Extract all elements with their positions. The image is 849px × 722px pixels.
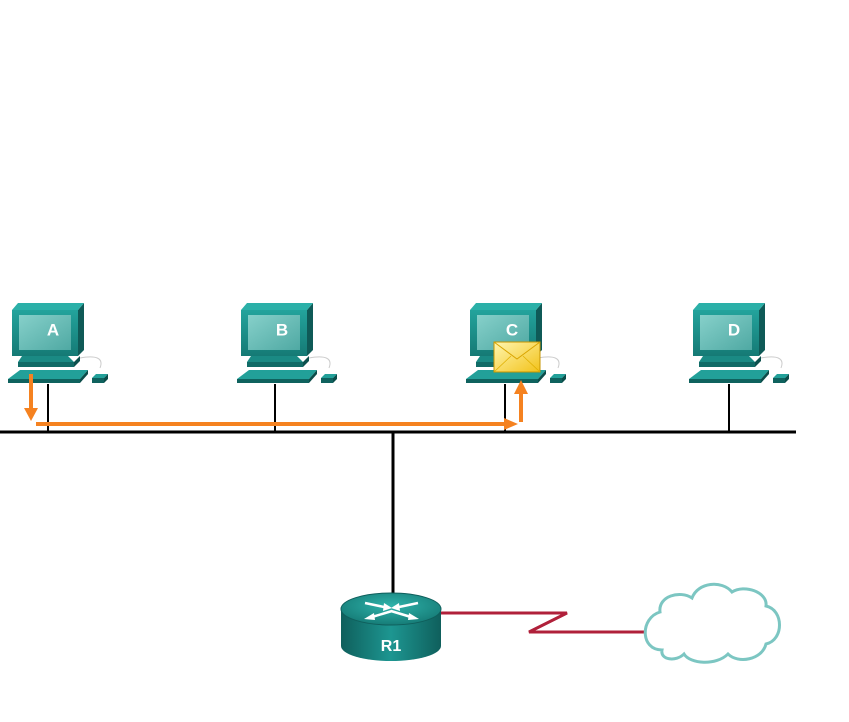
serial-link [440, 611, 646, 634]
host-d[interactable]: D [688, 302, 790, 384]
host-label: D [728, 320, 740, 339]
host-label: C [506, 320, 518, 339]
router-arrows-icon [364, 601, 419, 620]
computer-icon [236, 302, 338, 384]
host-label: A [47, 320, 59, 339]
host-label: B [276, 320, 288, 339]
arrow-head-up [514, 380, 528, 394]
envelope-icon [493, 341, 541, 373]
cloud-outline [643, 582, 781, 664]
host-a[interactable]: A [7, 302, 109, 384]
router-label: R1 [381, 638, 402, 655]
host-b[interactable]: B [236, 302, 338, 384]
host-c[interactable]: C [465, 302, 567, 384]
computer-icon [7, 302, 109, 384]
router-r1[interactable]: R1 [340, 592, 442, 661]
arrow-head-right [504, 418, 518, 430]
cloud-icon [643, 582, 781, 664]
computer-icon [688, 302, 790, 384]
arrow-head-down [24, 408, 38, 421]
router-top [340, 592, 442, 626]
frame-path [24, 374, 528, 430]
